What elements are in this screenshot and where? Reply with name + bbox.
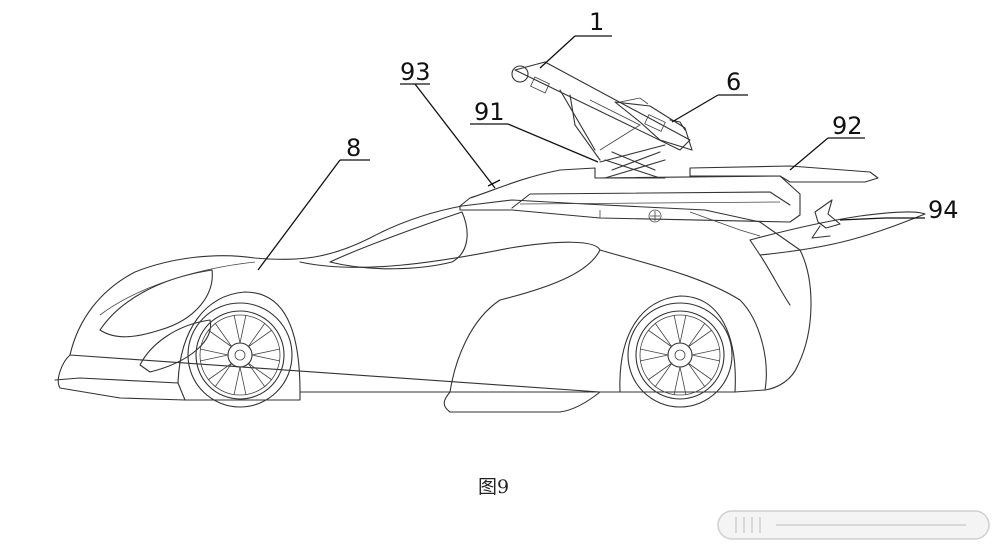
rear-panel bbox=[689, 165, 879, 183]
front-crease bbox=[99, 261, 256, 316]
front-intake bbox=[139, 319, 212, 373]
rear-wheel bbox=[627, 302, 733, 408]
front-splitter bbox=[54, 377, 186, 401]
label-1: 1 bbox=[589, 8, 604, 36]
rear-arch-line bbox=[599, 249, 767, 391]
label-8: 8 bbox=[346, 134, 361, 162]
label-92: 92 bbox=[832, 112, 863, 140]
label-6: 6 bbox=[726, 68, 741, 96]
reference-numerals: 1 6 8 91 92 93 94 bbox=[346, 8, 959, 224]
rear-wheel-arch bbox=[619, 295, 736, 393]
figure-caption: 图9 bbox=[478, 476, 510, 498]
label-93: 93 bbox=[400, 58, 431, 86]
roof-platform bbox=[459, 167, 801, 237]
front-wheel bbox=[187, 302, 293, 408]
leader-lines bbox=[257, 35, 925, 271]
drone-arm bbox=[511, 61, 691, 161]
front-wheel-arch bbox=[177, 291, 301, 393]
label-94: 94 bbox=[928, 196, 959, 224]
rear-antenna bbox=[811, 199, 841, 239]
rear-diffuser bbox=[443, 391, 736, 413]
scissor-lift bbox=[599, 144, 666, 179]
headlight bbox=[99, 269, 213, 338]
car-body bbox=[54, 199, 926, 413]
watermark-logo bbox=[717, 510, 990, 540]
side-sweep bbox=[299, 241, 601, 393]
label-91: 91 bbox=[474, 98, 505, 126]
side-window bbox=[329, 211, 468, 270]
rear-fin-lower bbox=[759, 254, 791, 306]
car-outline bbox=[57, 199, 812, 401]
rear-fin bbox=[749, 211, 926, 256]
